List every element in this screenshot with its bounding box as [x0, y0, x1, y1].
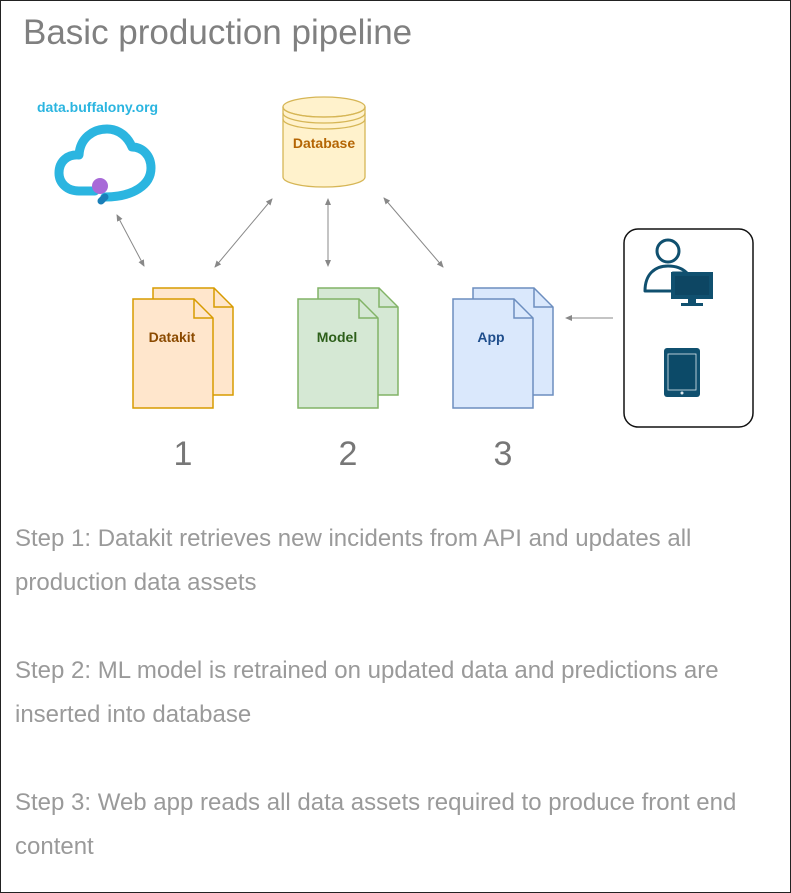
app-document-stack-icon	[452, 287, 554, 409]
user-desktop-icon	[643, 238, 713, 306]
model-document-stack-icon	[297, 287, 399, 409]
arrow-database-app	[383, 197, 444, 268]
stage-number-3: 3	[494, 435, 513, 473]
step-1-description: Step 1: Datakit retrieves new incidents …	[15, 525, 692, 596]
database-label: Database	[293, 135, 355, 151]
page-title: Basic production pipeline	[23, 13, 413, 52]
arrow-database-datakit	[214, 198, 273, 268]
step-3-description: Step 3: Web app reads all data assets re…	[15, 789, 737, 860]
model-label: Model	[317, 329, 357, 345]
stage-number-2: 2	[339, 435, 358, 473]
cloud-icon	[54, 124, 156, 205]
tablet-icon	[664, 348, 700, 397]
datakit-document-stack-icon	[132, 287, 234, 409]
pipeline-diagram: data.buffalony.org Database Datakit	[37, 96, 754, 473]
database-icon	[282, 96, 366, 188]
arrow-cloud-datakit	[116, 214, 145, 267]
app-label: App	[477, 329, 504, 345]
devices-box	[623, 228, 754, 428]
cloud-label: data.buffalony.org	[37, 99, 158, 115]
step-2-description: Step 2: ML model is retrained on updated…	[15, 657, 719, 728]
stage-number-1: 1	[174, 435, 193, 473]
datakit-label: Datakit	[149, 329, 196, 345]
